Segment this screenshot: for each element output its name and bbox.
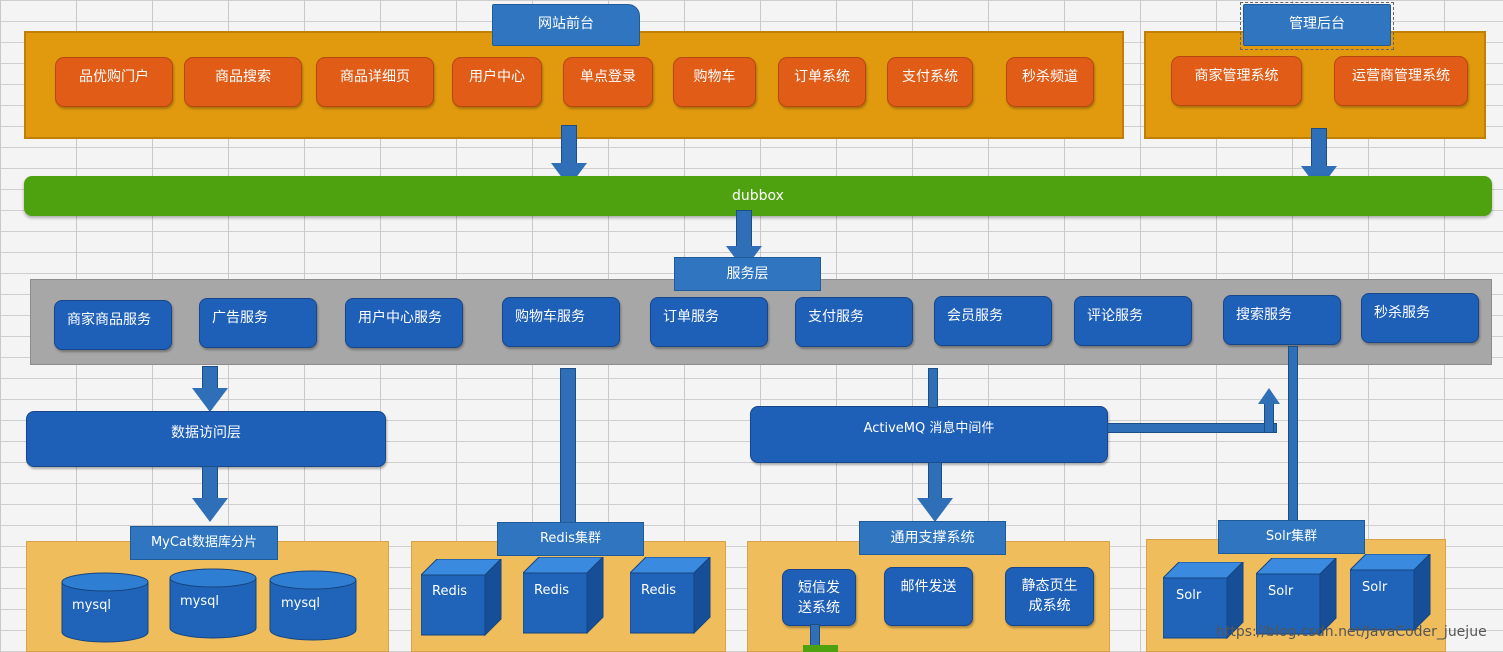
arrowhead-mq-to-support: [917, 498, 953, 522]
activemq-box: ActiveMQ 消息中间件: [750, 406, 1108, 463]
redis-title: Redis集群: [497, 522, 644, 556]
redis-cube-3: [630, 557, 711, 635]
selection-handles: [1240, 2, 1394, 50]
mysql-label-3: mysql: [281, 596, 320, 611]
frontend-item-order: 订单系统: [778, 57, 866, 107]
arrow-mq-to-support: [928, 462, 942, 500]
support-mail: 邮件发送: [884, 567, 973, 626]
mysql-label-1: mysql: [72, 598, 111, 613]
arrow-service-to-dao: [202, 366, 218, 390]
frontend-title: 网站前台: [492, 4, 640, 46]
frontend-item-cart: 购物车: [673, 57, 756, 107]
frontend-item-pay: 支付系统: [887, 57, 973, 107]
support-title: 通用支撑系统: [859, 521, 1006, 555]
mysql-cylinder-1: [61, 572, 149, 643]
watermark: https://blog.csdn.net/JavaCoder_juejue: [1216, 624, 1487, 640]
mysql-cylinder-3: [269, 570, 357, 641]
service-seckill: 秒杀服务: [1361, 293, 1479, 343]
dubbox-label: dubbox: [732, 188, 784, 204]
arrow-dao-to-mycat: [202, 466, 218, 500]
service-merchant-goods: 商家商品服务: [54, 300, 172, 350]
service-layer-title: 服务层: [674, 257, 821, 291]
service-member: 会员服务: [934, 296, 1052, 346]
frontend-item-search: 商品搜索: [184, 57, 302, 107]
mysql-label-2: mysql: [180, 594, 219, 609]
service-comment: 评论服务: [1074, 296, 1192, 346]
green-block-bottom: [803, 645, 838, 652]
mysql-cylinder-2: [169, 568, 257, 639]
solr-label-3: Solr: [1362, 580, 1388, 595]
arrow-mq-to-search-v: [1264, 402, 1274, 433]
frontend-item-seckill: 秒杀频道: [1006, 57, 1094, 107]
arrowhead-mq-to-search: [1258, 388, 1280, 404]
arrowhead-dao-to-mycat: [192, 498, 228, 522]
service-search: 搜索服务: [1223, 295, 1341, 345]
data-access-layer: 数据访问层: [26, 411, 386, 467]
arrow-pay-to-mq: [928, 368, 938, 408]
arrow-frontend-to-bus: [561, 125, 577, 165]
frontend-item-detail: 商品详细页: [316, 57, 434, 107]
arrow-search-to-solr: [1288, 346, 1298, 526]
backend-title: 管理后台: [1243, 4, 1391, 46]
arrowhead-service-to-dao: [192, 388, 228, 412]
dubbox-bus: dubbox: [24, 176, 1492, 216]
service-order: 订单服务: [650, 297, 768, 347]
service-user-center: 用户中心服务: [345, 298, 463, 348]
solr-title: Solr集群: [1218, 520, 1365, 554]
support-sms: 短信发送系统: [782, 569, 856, 626]
arrow-backend-to-bus: [1311, 128, 1327, 168]
redis-cube-1: [421, 559, 502, 637]
solr-label-2: Solr: [1268, 584, 1294, 599]
backend-item-merchant: 商家管理系统: [1171, 56, 1302, 106]
arrow-mq-to-search-h: [1107, 423, 1277, 433]
service-cart: 购物车服务: [502, 297, 620, 347]
arrow-bus-to-service: [736, 210, 752, 248]
mycat-title: MyCat数据库分片: [130, 526, 278, 560]
redis-label-2: Redis: [534, 583, 570, 598]
arrow-cart-to-redis: [560, 368, 576, 528]
support-static-page: 静态页生成系统: [1005, 567, 1094, 626]
frontend-item-portal: 品优购门户: [55, 57, 173, 107]
frontend-item-user-center: 用户中心: [452, 57, 542, 107]
frontend-item-sso: 单点登录: [563, 57, 653, 107]
solr-cube-2: [1256, 558, 1337, 636]
backend-item-operator: 运营商管理系统: [1334, 56, 1468, 106]
service-pay: 支付服务: [795, 297, 913, 347]
service-ad: 广告服务: [199, 298, 317, 348]
solr-cube-3: [1350, 554, 1431, 632]
solr-label-1: Solr: [1176, 588, 1202, 603]
solr-cube-1: [1163, 562, 1244, 640]
redis-label-3: Redis: [641, 583, 677, 598]
redis-label-1: Redis: [432, 584, 468, 599]
redis-cube-2: [523, 557, 604, 635]
